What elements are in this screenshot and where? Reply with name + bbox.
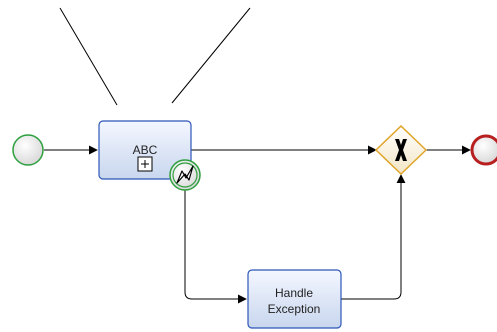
task-label-line1: Handle xyxy=(275,286,313,300)
subprocess-box[interactable] xyxy=(98,120,192,180)
plus-square-icon[interactable] xyxy=(137,156,153,172)
flow-boundary-to-handle-exception[interactable] xyxy=(184,190,247,304)
lightning-error-icon xyxy=(176,165,194,184)
association-line-right xyxy=(171,7,251,104)
task-label-line2: Exception xyxy=(268,302,321,316)
exclusive-gateway[interactable] xyxy=(374,124,428,176)
start-event[interactable] xyxy=(12,134,44,166)
subprocess-label: ABC xyxy=(133,143,158,157)
association-line-left xyxy=(59,7,118,106)
task-box[interactable] xyxy=(247,269,342,329)
end-event[interactable] xyxy=(470,134,497,166)
error-boundary-event[interactable] xyxy=(169,159,201,191)
x-exclusive-gateway-icon xyxy=(395,139,407,161)
flow-handle-exception-to-gateway[interactable] xyxy=(341,174,406,300)
task-handle-exception[interactable]: Handle Exception xyxy=(247,269,342,329)
subprocess-abc[interactable]: ABC xyxy=(98,120,192,180)
